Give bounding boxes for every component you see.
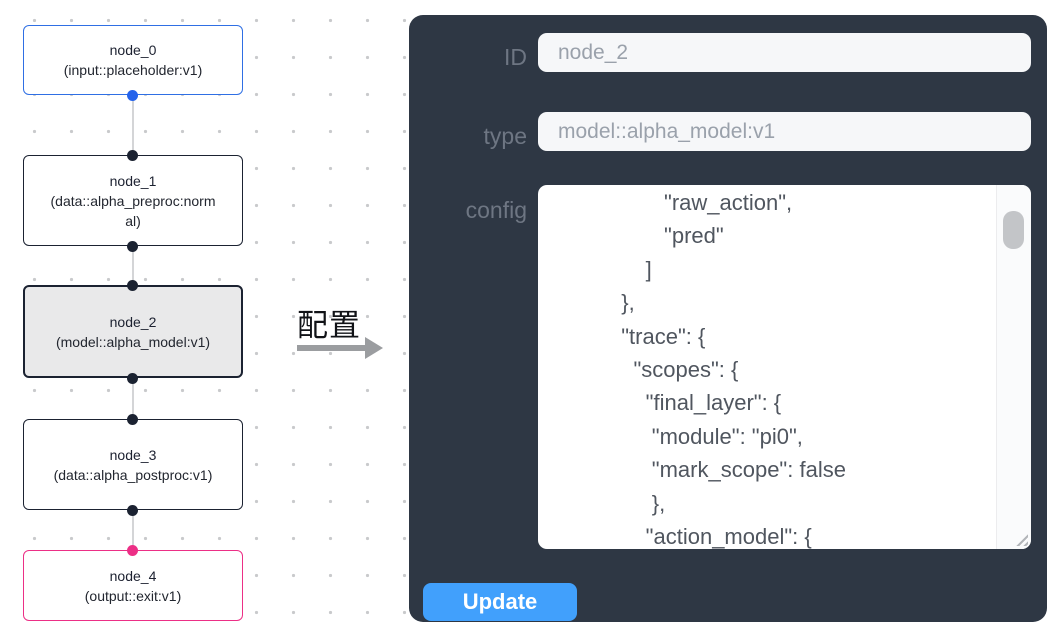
type-input[interactable] [538,112,1031,151]
flow-node-node_3[interactable]: node_3 (data::alpha_postproc:v1) [23,419,243,510]
flow-node-node_1[interactable]: node_1 (data::alpha_preproc:normal) [23,155,243,246]
update-button[interactable]: Update [423,583,577,621]
edge-node0-node1 [132,95,134,155]
node-subtitle: (data::alpha_postproc:v1) [53,466,213,483]
node-subtitle: (output::exit:v1) [84,587,182,604]
node-subtitle: (data::alpha_preproc:normal) [50,192,216,229]
config-scrollbar-thumb[interactable] [1003,211,1024,249]
flow-node-node_4[interactable]: node_4 (output::exit:v1) [23,550,243,621]
node1-output-port[interactable] [127,240,138,252]
edge-node3-node4 [132,510,134,550]
node3-output-port[interactable] [127,504,138,516]
config-textarea[interactable]: "raw_action", "pred" ] }, "trace": { "sc… [538,185,1031,549]
node-subtitle: (input::placeholder:v1) [63,62,203,78]
config-json-text: "raw_action", "pred" ] }, "trace": { "sc… [621,190,846,549]
node-title: node_2 [109,313,157,330]
node4-input-port[interactable] [127,544,138,556]
id-field-label: ID [504,44,527,70]
config-arrow-label: 配置 [297,308,361,343]
node-title: node_4 [109,567,157,584]
node2-input-port[interactable] [127,279,138,291]
config-arrow-icon [297,337,383,359]
edge-node1-node2 [132,246,134,285]
node-title: node_3 [109,446,157,463]
flow-node-node_0[interactable]: node_0 (input::placeholder:v1) [23,25,243,95]
type-field-label: type [483,123,527,149]
config-scrollbar[interactable] [996,185,1031,549]
node2-output-port[interactable] [127,372,138,384]
node-title: node_1 [109,172,157,189]
node1-input-port[interactable] [127,149,138,161]
flow-node-node_2[interactable]: node_2 (model::alpha_model:v1) [23,285,243,378]
id-input[interactable] [538,33,1031,72]
node3-input-port[interactable] [127,413,138,425]
config-field-label: config [465,197,527,223]
flow-canvas: node_0 (input::placeholder:v1) node_1 (d… [0,0,409,643]
node-subtitle: (model::alpha_model:v1) [55,333,211,350]
node0-output-port[interactable] [127,89,138,101]
edge-node2-node3 [132,378,134,419]
node-title: node_0 [109,42,157,58]
node-config-panel: ID type config "raw_action", "pred" ] },… [409,15,1047,622]
